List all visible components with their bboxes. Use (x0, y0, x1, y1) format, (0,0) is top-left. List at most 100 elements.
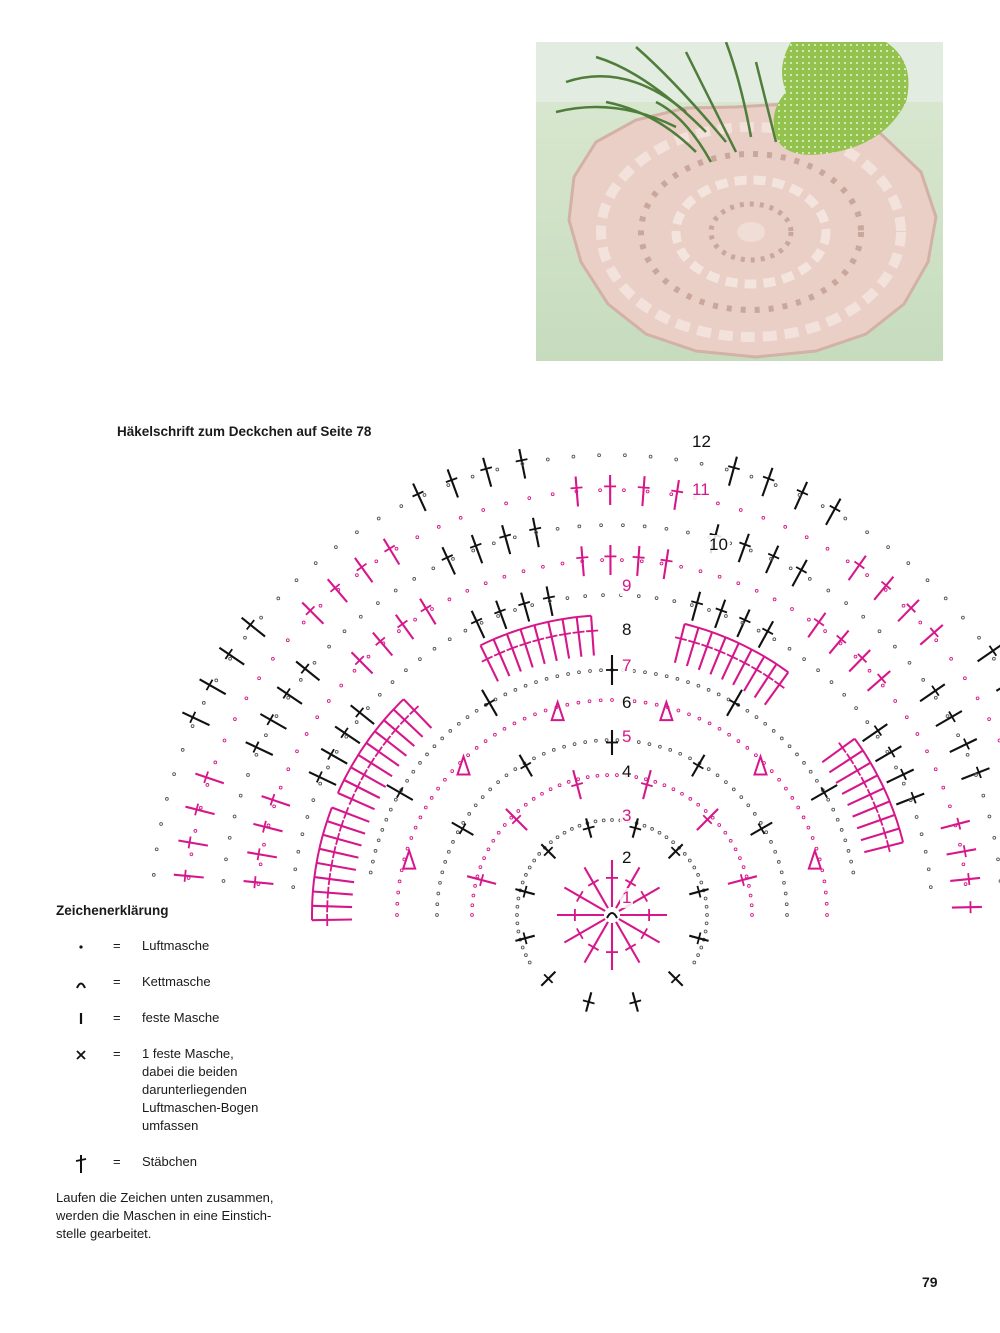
round9-chain (366, 654, 371, 659)
round8-chain (802, 657, 806, 661)
round9-chain (838, 641, 843, 646)
round11-chain (222, 738, 227, 743)
round6-chain (418, 761, 422, 765)
round10-chain (807, 577, 812, 581)
round5-chain (522, 716, 527, 721)
round10-chain (393, 588, 398, 593)
round5-chain (824, 901, 829, 906)
round9-chain (286, 767, 291, 772)
round2-chain (520, 880, 525, 885)
round8-chain (636, 594, 641, 598)
round7-fan-bar (762, 672, 774, 681)
round2-chain (696, 953, 700, 957)
round12-cluster-bar (245, 619, 255, 631)
round6-chain (654, 672, 658, 676)
round5-chain (820, 868, 825, 873)
round11-cluster-bar (356, 562, 368, 572)
round5-chain (436, 786, 440, 791)
round7-fan-bar (390, 724, 400, 736)
round6-chain (815, 778, 819, 783)
round7-fan (479, 644, 499, 682)
doily-photo (536, 42, 943, 361)
round9-chain (904, 715, 909, 720)
round12-chain (699, 461, 704, 466)
round8-cluster (350, 704, 375, 725)
round5-chain (443, 777, 447, 782)
round10-chain (907, 660, 912, 665)
round7-fan-bar (853, 764, 862, 777)
round12-cluster-bar (445, 477, 458, 483)
round8-cluster-bar (887, 746, 896, 758)
round11-chain (845, 559, 850, 564)
round4-chain (636, 740, 641, 744)
round9-chain (925, 749, 929, 754)
round12-chain (214, 678, 219, 683)
round9-chain (272, 804, 276, 809)
round9-chain (295, 749, 299, 754)
round7-fan-bar (532, 637, 545, 643)
round2-chain (593, 819, 598, 824)
round3-chain (644, 777, 648, 782)
round10-cluster (501, 524, 512, 555)
round5-chain (483, 739, 488, 743)
round10-cluster (791, 559, 808, 587)
round5-chain (727, 732, 731, 737)
round2-chain (515, 913, 519, 917)
round1-stitch (563, 886, 606, 912)
round8-chain (390, 680, 395, 684)
round11-cluster (673, 479, 680, 510)
round8-chain (404, 668, 408, 673)
round12-chain (228, 656, 232, 661)
round10-chain (221, 879, 226, 883)
round12-chain (190, 724, 195, 728)
round11-chain (883, 588, 888, 592)
round12-chain (724, 467, 729, 472)
round12-cluster-bar (515, 458, 528, 463)
round11-chain (458, 515, 463, 520)
round8-cluster-bar (494, 608, 506, 615)
round6-chain (588, 669, 592, 673)
round9-chain (639, 559, 644, 564)
round6-chain (675, 677, 680, 681)
round7-fan-bar (382, 735, 392, 746)
round11-chain (901, 603, 906, 608)
round7-fan-bar (335, 832, 341, 845)
round2-stitch-bar (582, 999, 595, 1005)
round11-chain (598, 488, 602, 493)
round10-chain (342, 629, 347, 634)
round9-cluster-bar (877, 673, 887, 684)
round7-fan-bar (327, 872, 332, 886)
round9-cluster (950, 876, 981, 882)
round11-chain (963, 676, 967, 681)
round7-fan (575, 616, 583, 657)
round6-chain (503, 692, 508, 697)
round11-cluster (382, 538, 401, 566)
round8-cluster-bar (739, 616, 751, 624)
round7-fan-bar (493, 650, 506, 657)
round9-cluster-bar (420, 604, 432, 613)
round8-chain (547, 599, 552, 603)
round7-fan-bar (713, 648, 726, 655)
round10-chain (956, 733, 960, 738)
round12-chain (201, 701, 206, 705)
round11-chain (504, 501, 508, 506)
round8-cluster (874, 745, 902, 763)
round7-fan-bar (860, 776, 868, 789)
round5-chain (533, 712, 537, 717)
round11-cluster-bar (906, 603, 917, 613)
round8-chain (305, 815, 310, 819)
round11-chain (918, 620, 923, 625)
round9-cluster-bar (397, 619, 408, 629)
round12-cluster (825, 498, 842, 526)
round6-chain (566, 672, 570, 676)
round10-chain (327, 644, 331, 649)
round2-chain (692, 865, 697, 870)
round9-cluster (253, 822, 283, 833)
round4-chain (658, 744, 662, 749)
round8-cluster (520, 592, 531, 622)
round11-cluster (185, 805, 215, 816)
round4-chain (706, 767, 711, 771)
round1-stitch (563, 918, 606, 944)
round5-chain (429, 796, 434, 800)
round12-chain (520, 461, 525, 466)
